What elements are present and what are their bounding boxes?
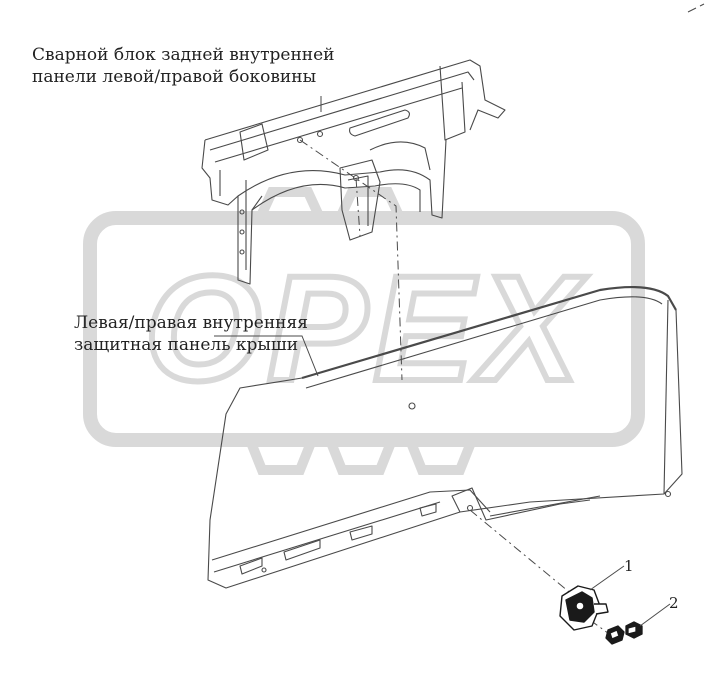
label-mid-line1: Левая/правая внутренняя [74,313,308,333]
watermark-logo: OPEX [83,187,645,475]
callout-number-1: 1 [624,557,634,575]
roof-inner-protective-panel [207,286,683,589]
assembly-lines-upper [299,139,403,381]
rear-inner-panel-block [201,59,506,285]
callout-number-2: 2 [669,594,679,612]
leader-lines [214,96,671,627]
bolt-part-2 [605,621,643,645]
label-rear-inner-panel-block: Сварной блок задней внутренней панели ле… [32,44,335,88]
bracket-part-1 [559,585,609,631]
label-mid-line2: защитная панель крыши [74,335,299,355]
corner-mark [687,3,705,13]
watermark-text: OPEX [145,244,588,412]
label-top-line2: панели левой/правой боковины [32,67,317,87]
label-top-line1: Сварной блок задней внутренней [32,45,335,65]
label-roof-protective-panel: Левая/правая внутренняя защитная панель … [74,312,308,356]
